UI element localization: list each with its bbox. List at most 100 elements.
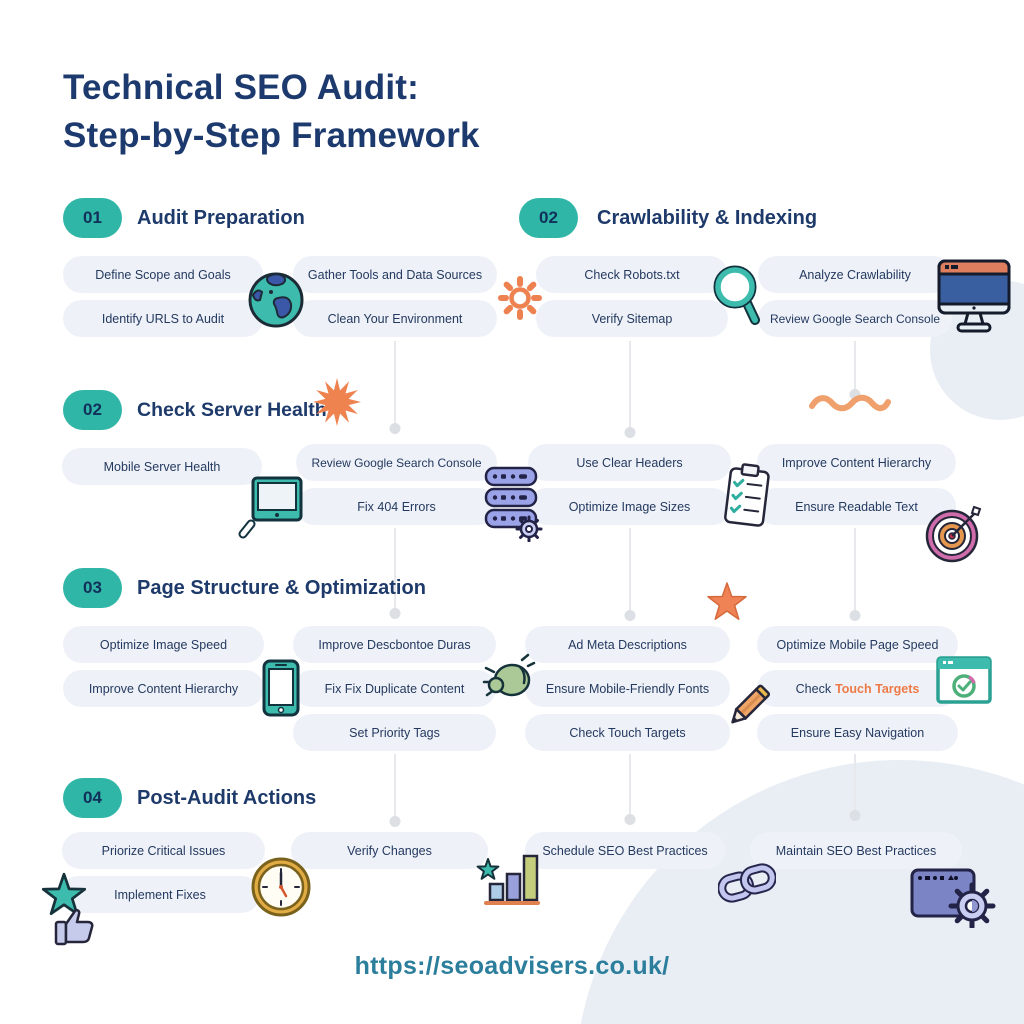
- section-heading-page-structure: Page Structure & Optimization: [137, 577, 426, 599]
- pill-optimize-image-sizes: Optimize Image Sizes: [528, 488, 731, 525]
- smartphone-icon: [262, 659, 300, 717]
- section-badge-page-structure: 03: [63, 568, 122, 608]
- pill-implement-fixes: Implement Fixes: [60, 876, 260, 913]
- pill-label: Improve Content Hierarchy: [781, 455, 932, 470]
- page-title-line2: Step-by-Step Framework: [63, 115, 480, 155]
- bar-chart-icon: [476, 854, 540, 905]
- section-badge-audit-preparation: 01: [63, 198, 122, 238]
- pill-label: Verify Sitemap: [591, 311, 673, 326]
- pill-label: Improve Content Hierarchy: [88, 681, 239, 696]
- chain-link-icon: [718, 863, 776, 903]
- pill-optimize-image-speed: Optimize Image Speed: [63, 626, 264, 663]
- pill-improve-content-hierarchy-1: Improve Content Hierarchy: [757, 444, 956, 481]
- section-number: 01: [83, 208, 102, 227]
- monitor-icon: [937, 259, 1011, 333]
- pill-verify-changes: Verify Changes: [291, 832, 488, 869]
- pill-label: Verify Changes: [347, 843, 432, 858]
- pill-review-gsc-2: Review Google Search Console: [296, 444, 497, 481]
- pill-label: Gather Tools and Data Sources: [307, 267, 483, 282]
- monitor-magnifier-icon: [238, 476, 303, 539]
- pill-schedule-seo-best-practices: Schedule SEO Best Practices: [525, 832, 725, 869]
- pill-label: Optimize Mobile Page Speed: [776, 637, 939, 652]
- connector-line: [854, 528, 856, 616]
- pill-define-scope: Define Scope and Goals: [63, 256, 263, 293]
- pill-label: Schedule SEO Best Practices: [542, 843, 708, 858]
- pill-label: Review Google Search Console: [311, 455, 482, 470]
- pill-fix-duplicate-content: Fix Fix Duplicate Content: [293, 670, 496, 707]
- pill-label: Implement Fixes: [114, 887, 206, 902]
- connector-line: [629, 754, 631, 820]
- globe-icon: [248, 272, 304, 328]
- section-number: 03: [83, 578, 102, 597]
- pill-label: Use Clear Headers: [576, 455, 683, 470]
- pill-ensure-mobile-friendly-fonts: Ensure Mobile-Friendly Fonts: [525, 670, 730, 707]
- section-number: 02: [83, 400, 102, 419]
- page-title: Technical SEO Audit: Step-by-Step Framewo…: [63, 64, 480, 159]
- section-number: 04: [83, 788, 102, 807]
- pill-label: Ad Meta Descriptions: [568, 637, 687, 652]
- pill-gather-tools: Gather Tools and Data Sources: [293, 256, 497, 293]
- connector-line: [629, 341, 631, 433]
- star-icon: [707, 582, 747, 620]
- pill-ensure-readable-text: Ensure Readable Text: [757, 488, 956, 525]
- connector-line: [854, 341, 856, 395]
- pill-label: Review Google Search Console: [769, 311, 941, 326]
- pill-label: Check Robots.txt: [584, 267, 680, 282]
- pencil-icon: [731, 684, 771, 724]
- gear-icon: [498, 276, 542, 320]
- pill-improve-content-hierarchy-2: Improve Content Hierarchy: [63, 670, 264, 707]
- browser-gear-icon: [910, 868, 996, 928]
- pill-label: Fix 404 Errors: [357, 499, 436, 514]
- pill-label: Optimize Image Speed: [99, 637, 228, 652]
- pill-label: Ensure Easy Navigation: [790, 725, 925, 740]
- footer-url-link[interactable]: https://seoadvisers.co.uk/: [354, 952, 670, 980]
- connector-line: [394, 341, 396, 429]
- pill-label: Define Scope and Goals: [95, 267, 231, 282]
- section-number: 02: [539, 208, 558, 227]
- pill-review-gsc: Review Google Search Console: [758, 300, 952, 337]
- pill-label: Mobile Server Health: [103, 459, 221, 474]
- pill-label: Priorize Critical Issues: [101, 843, 226, 858]
- pill-label: Improve Descbontoe Duras: [318, 637, 471, 652]
- squiggle-line: [809, 394, 891, 412]
- section-badge-post-audit: 04: [63, 778, 122, 818]
- pill-label: Ensure Mobile-Friendly Fonts: [545, 681, 710, 696]
- pill-label-highlight: Touch Targets: [835, 681, 920, 696]
- pill-label: Analyze Crawlability: [799, 267, 911, 282]
- section-badge-crawlability: 02: [519, 198, 578, 238]
- server-stack-icon: [484, 466, 543, 542]
- connector-line: [854, 754, 856, 816]
- browser-check-icon: [936, 656, 992, 704]
- teal-star-icon: [41, 872, 87, 916]
- connector-line: [629, 528, 631, 616]
- pill-identify-urls: Identify URLS to Audit: [63, 300, 263, 337]
- connector-line: [394, 528, 396, 614]
- pill-label: Clean Your Environment: [327, 311, 463, 326]
- section-badge-server-health: 02: [63, 390, 122, 430]
- pill-check-robots: Check Robots.txt: [536, 256, 728, 293]
- dartboard-icon: [925, 505, 982, 563]
- checklist-clipboard-icon: [724, 463, 770, 527]
- pill-ensure-easy-navigation: Ensure Easy Navigation: [757, 714, 958, 751]
- magnifier-icon: [713, 265, 760, 325]
- section-heading-audit-preparation: Audit Preparation: [137, 207, 305, 229]
- pill-label: Maintain SEO Best Practices: [775, 843, 937, 858]
- pill-priorize-critical-issues: Priorize Critical Issues: [62, 832, 265, 869]
- pill-label: Ensure Readable Text: [795, 499, 918, 514]
- pill-check-touch-targets-2: Check Touch Targets: [525, 714, 730, 751]
- pill-analyze-crawlability: Analyze Crawlability: [758, 256, 952, 293]
- pill-label: Check: [795, 681, 832, 696]
- pill-optimize-mobile-page-speed: Optimize Mobile Page Speed: [757, 626, 958, 663]
- page-title-line1: Technical SEO Audit:: [63, 68, 419, 107]
- pill-clean-environment: Clean Your Environment: [293, 300, 497, 337]
- section-heading-post-audit: Post-Audit Actions: [137, 787, 317, 809]
- pill-fix-404: Fix 404 Errors: [296, 488, 497, 525]
- pill-label: Set Priority Tags: [349, 725, 440, 740]
- starburst-icon: [313, 378, 361, 426]
- pill-label: Check Touch Targets: [569, 725, 686, 740]
- connector-line: [394, 754, 396, 822]
- thumbs-up-icon: [54, 908, 94, 946]
- section-heading-crawlability: Crawlability & Indexing: [597, 207, 818, 229]
